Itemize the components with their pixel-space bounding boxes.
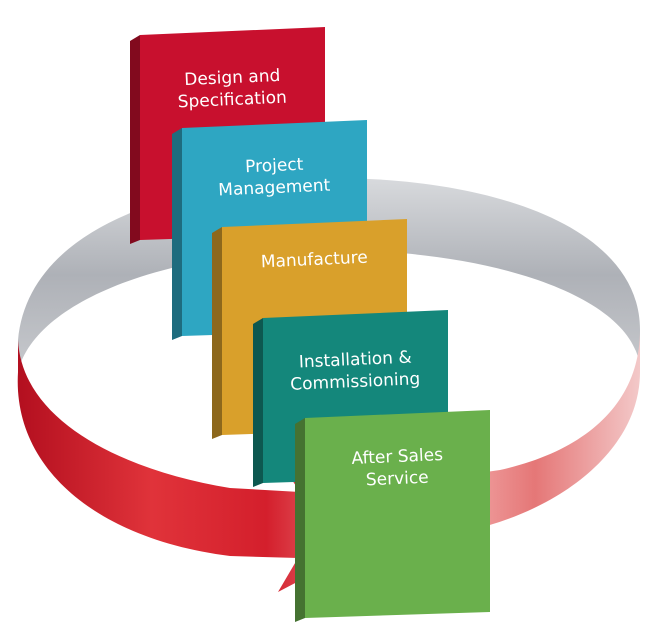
stage-card-side	[295, 418, 305, 622]
stage-card-side	[172, 128, 182, 340]
stage-card-side	[253, 318, 263, 487]
stage-label-line: After Sales	[351, 445, 443, 469]
stage-label-line: Specification	[177, 88, 287, 113]
stage-card-face	[305, 410, 490, 618]
stage-card-side	[130, 35, 140, 244]
stage-label-line: Service	[365, 468, 429, 491]
stage-label-line: Manufacture	[260, 248, 368, 273]
stage-label-line: Management	[218, 176, 331, 201]
stage-label-line: Design and	[184, 66, 281, 90]
stage-label-line: Installation &	[298, 348, 412, 373]
stage-label-line: Project	[245, 155, 304, 178]
stage-card-side	[212, 227, 222, 439]
